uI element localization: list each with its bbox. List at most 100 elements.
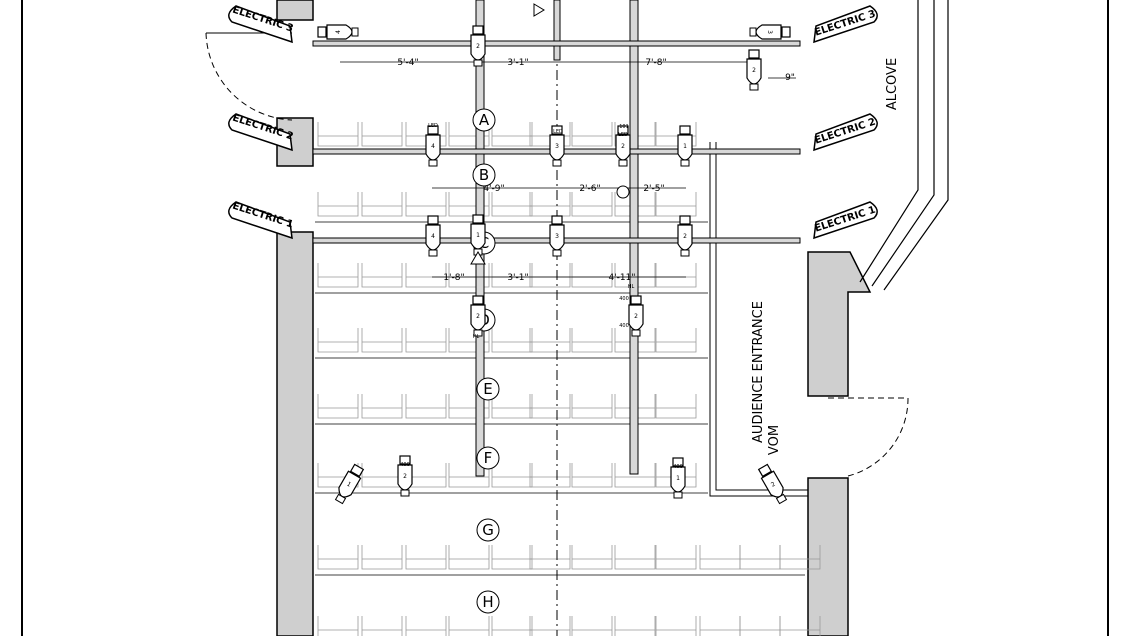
seat: [571, 463, 613, 488]
seat: [317, 328, 359, 353]
vom-label-line1: AUDIENCE ENTRANCE: [751, 301, 766, 443]
seat: [491, 394, 533, 419]
seat: [361, 394, 403, 419]
fixture-tag: HL: [628, 284, 635, 290]
row-marker-h: H: [476, 590, 500, 614]
door-swing-left: [205, 32, 293, 121]
fixture-16: 2: [628, 295, 644, 337]
seat: [317, 545, 359, 570]
dim-e1-3: 4'-11": [608, 273, 635, 283]
fixture-tag: 400: [400, 462, 410, 468]
seat: [739, 616, 781, 636]
seat: [529, 192, 571, 217]
vom-label-line2: VOM: [767, 425, 782, 455]
seat: [655, 616, 697, 636]
electric-1-label-right: ELECTRIC 1: [813, 201, 878, 240]
pipe-vertical-right: [629, 0, 639, 475]
seat: [529, 463, 571, 488]
seat: [317, 263, 359, 288]
fixture-number: 4: [431, 143, 435, 150]
fixture-number: 4: [431, 233, 435, 240]
fixture-tag: 400: [673, 464, 683, 470]
fixture-number: 2: [476, 43, 480, 50]
electric-1-label-left: ELECTRIC 1: [228, 201, 295, 240]
row-letter: E: [483, 380, 492, 398]
fixture-tag: LED: [553, 129, 563, 135]
electric-3-pipe: [312, 40, 801, 47]
seat: [779, 616, 821, 636]
row-marker-a: A: [472, 108, 496, 132]
fixture-11: 3: [749, 24, 791, 40]
seat: [361, 545, 403, 570]
seat: [739, 545, 781, 570]
dim-e3-3: 7'-8": [645, 58, 666, 68]
row-marker-g: G: [476, 518, 500, 542]
seat: [405, 192, 447, 217]
fixture-tag: 400: [619, 296, 629, 302]
fixture-number: 1: [683, 143, 687, 150]
fixture-number: 3: [766, 30, 773, 34]
fixture-number: 3: [555, 233, 559, 240]
row-marker-f: F: [476, 446, 500, 470]
row-letter: H: [482, 593, 493, 611]
seat: [655, 545, 697, 570]
wall-vom-lower: [807, 477, 849, 636]
seat: [361, 463, 403, 488]
row-letter: F: [484, 449, 493, 467]
alcove-label: ALCOVE: [885, 58, 900, 110]
seat: [779, 545, 821, 570]
electric-2-label-right: ELECTRIC 2: [813, 113, 878, 152]
seat: [529, 328, 571, 353]
seat: [317, 192, 359, 217]
seat: [529, 545, 571, 570]
seat: [491, 463, 533, 488]
seat: [405, 328, 447, 353]
fixture-number: 2: [683, 233, 687, 240]
seat: [361, 328, 403, 353]
fixture-7: 3: [549, 215, 565, 257]
electric-3-label-right: ELECTRIC 3: [813, 5, 878, 44]
wall-vom-upper: [807, 251, 872, 397]
dim-e2-2: 2'-6": [579, 184, 600, 194]
dim-e3-2: 3'-1": [507, 58, 528, 68]
gobo-icon: [616, 185, 630, 199]
pipe-stub-centre: [553, 0, 561, 61]
fixture-12: 2: [746, 49, 762, 91]
fixture-4: 1: [677, 125, 693, 167]
seat: [491, 545, 533, 570]
fixture-number: 1: [476, 232, 480, 239]
seat: [571, 122, 613, 147]
seat: [614, 463, 656, 488]
fixture-3: 2: [615, 125, 631, 167]
seat: [699, 545, 741, 570]
seat: [405, 263, 447, 288]
seat: [317, 394, 359, 419]
fixture-number: 2: [476, 313, 480, 320]
row-marker-e: E: [476, 377, 500, 401]
seat: [317, 616, 359, 636]
seat: [571, 328, 613, 353]
alcove-wall: [859, 0, 949, 291]
seat: [529, 394, 571, 419]
fixture-tag: LED: [618, 132, 628, 138]
row-marker-b: B: [472, 163, 496, 187]
fixture-2: 3: [549, 125, 565, 167]
seat: [655, 192, 697, 217]
dim-e1-1: 1'-8": [443, 273, 464, 283]
seat: [571, 545, 613, 570]
seating-area: [315, 122, 821, 636]
seat: [448, 545, 490, 570]
seat: [655, 263, 697, 288]
fixture-number: 2: [634, 313, 638, 320]
seat: [571, 263, 613, 288]
seat: [655, 328, 697, 353]
triangle-marker: [470, 251, 486, 265]
fixture-17: 2: [397, 455, 413, 497]
fixture-number: 3: [555, 143, 559, 150]
fixture-number: 2: [770, 481, 777, 489]
row-letter: A: [479, 111, 490, 129]
fixture-5: 2: [470, 25, 486, 67]
seat: [655, 394, 697, 419]
wall-left: [276, 231, 314, 636]
